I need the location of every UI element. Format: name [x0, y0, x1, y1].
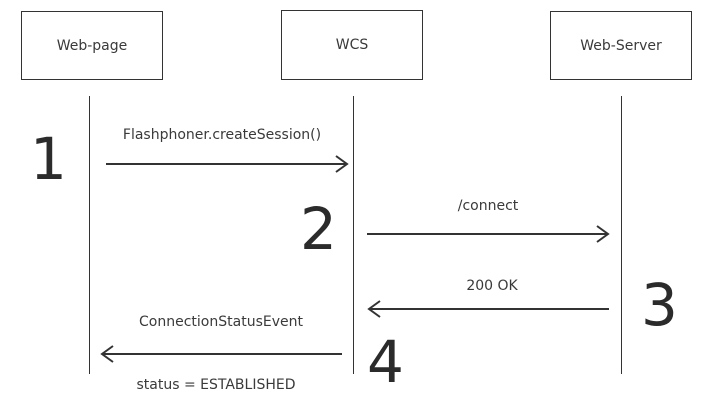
lifeline-wcs — [353, 96, 354, 374]
message-label-step-1: Flashphoner.createSession() — [122, 127, 322, 143]
actor-label: Web-Server — [580, 37, 662, 54]
actor-wcs: WCS — [281, 10, 423, 80]
actor-label: Web-page — [56, 37, 128, 54]
actor-web-server: Web-Server — [550, 11, 692, 80]
step-number-4: 4 — [367, 328, 404, 396]
arrow-step-4 — [100, 345, 342, 363]
arrow-step-1 — [106, 155, 349, 173]
message-label-step-4: ConnectionStatusEvent — [139, 314, 303, 330]
message-label-step-2: /connect — [457, 198, 519, 214]
arrow-step-3 — [367, 300, 609, 318]
step-number-2: 2 — [300, 195, 337, 263]
message-sublabel-step-4: status = ESTABLISHED — [136, 377, 296, 393]
arrow-step-2 — [367, 225, 610, 243]
message-label-step-3: 200 OK — [466, 278, 518, 294]
actor-web-page: Web-page — [21, 11, 163, 80]
actor-label: WCS — [335, 37, 369, 53]
step-number-1: 1 — [30, 125, 67, 193]
lifeline-web-page — [89, 96, 90, 374]
step-number-3: 3 — [641, 271, 678, 339]
lifeline-web-server — [621, 96, 622, 374]
